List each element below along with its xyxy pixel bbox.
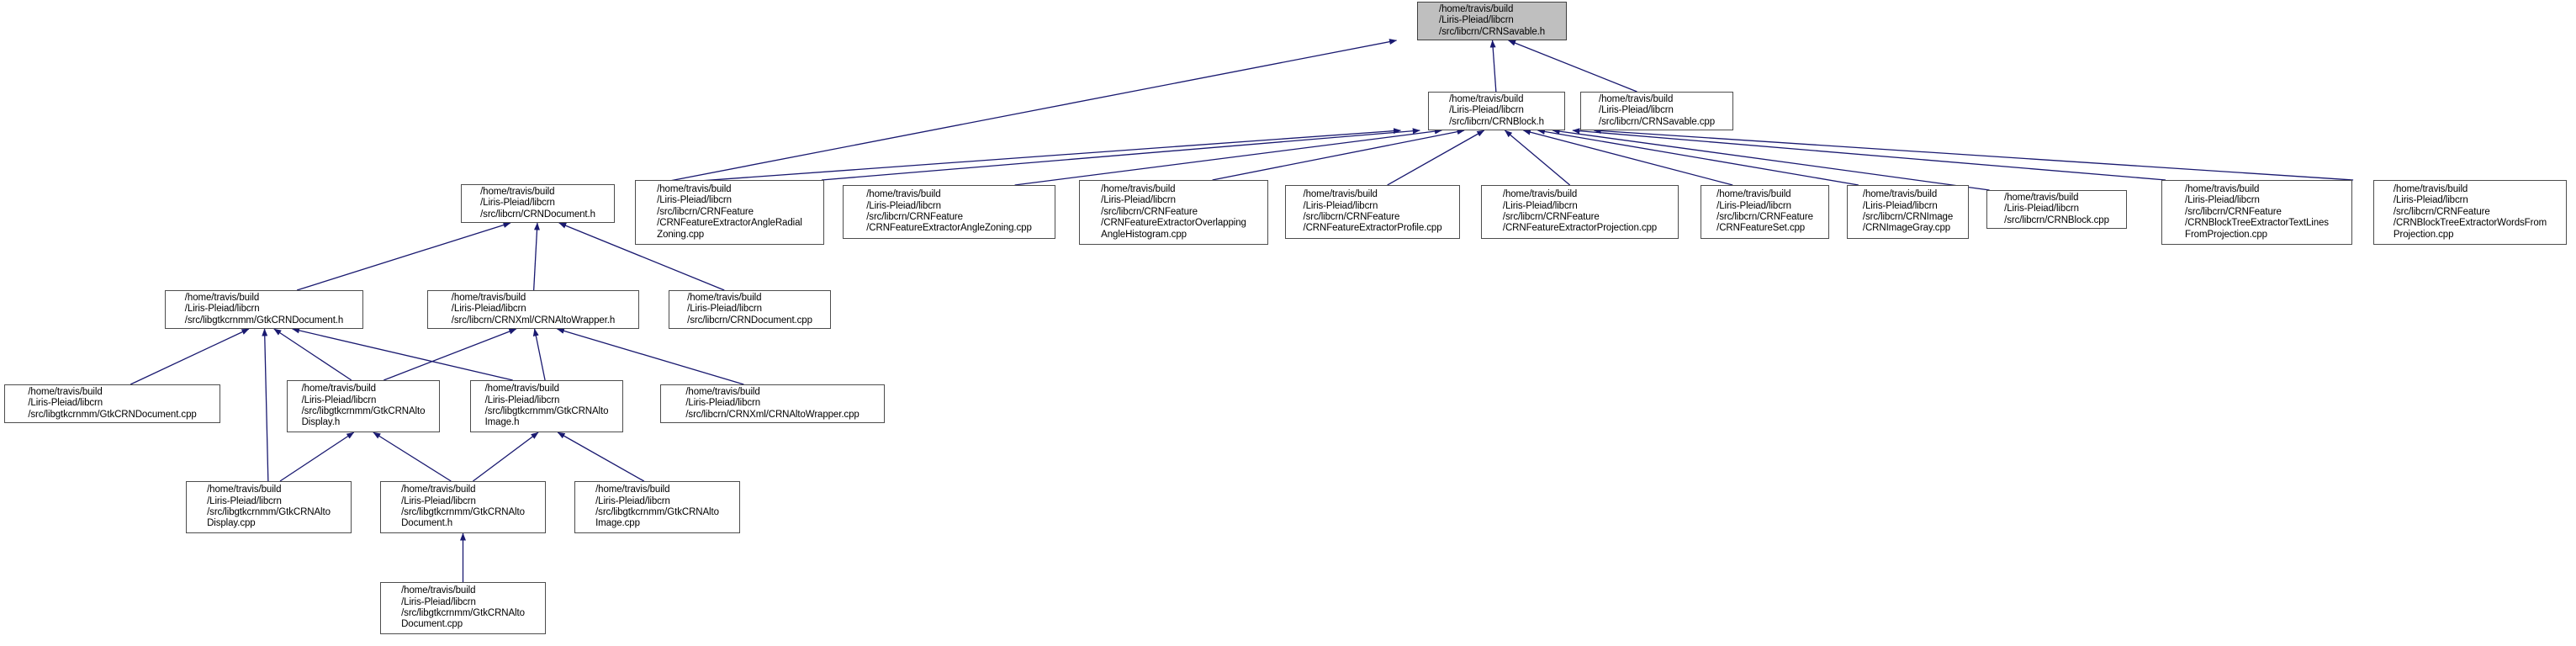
graph-node-label: /home/travis/build /Liris-Pleiad/libcrn …	[1502, 189, 1658, 234]
graph-edge	[1508, 40, 1637, 93]
graph-edge	[652, 39, 1398, 185]
graph-node[interactable]: /home/travis/build /Liris-Pleiad/libcrn …	[165, 290, 363, 329]
graph-edge	[821, 128, 1420, 181]
graph-node-label: /home/travis/build /Liris-Pleiad/libcrn …	[595, 484, 719, 529]
graph-edge	[1552, 128, 1990, 191]
graph-edge	[532, 328, 546, 381]
graph-node-label: /home/travis/build /Liris-Pleiad/libcrn …	[2185, 183, 2329, 240]
graph-node[interactable]: /home/travis/build /Liris-Pleiad/libcrn …	[2161, 180, 2352, 245]
graph-node-label: /home/travis/build /Liris-Pleiad/libcrn …	[1598, 93, 1715, 127]
graph-node-label: /home/travis/build /Liris-Pleiad/libcrn …	[2393, 183, 2547, 240]
graph-node[interactable]: /home/travis/build /Liris-Pleiad/libcrn …	[574, 481, 740, 533]
graph-edge	[1504, 130, 1571, 186]
graph-node-label: /home/travis/build /Liris-Pleiad/libcrn …	[1862, 189, 1954, 234]
graph-node[interactable]: /home/travis/build /Liris-Pleiad/libcrn …	[461, 184, 615, 223]
graph-node[interactable]: /home/travis/build /Liris-Pleiad/libcrn …	[186, 481, 352, 533]
graph-node-label: /home/travis/build /Liris-Pleiad/libcrn …	[1716, 189, 1813, 234]
graph-node[interactable]: /home/travis/build /Liris-Pleiad/libcrn …	[1417, 2, 1567, 40]
graph-node[interactable]: /home/travis/build /Liris-Pleiad/libcrn …	[1079, 180, 1268, 245]
graph-node-label: /home/travis/build /Liris-Pleiad/libcrn …	[480, 186, 595, 220]
graph-node-label: /home/travis/build /Liris-Pleiad/libcrn …	[484, 384, 609, 428]
graph-node-label: /home/travis/build /Liris-Pleiad/libcrn …	[401, 585, 525, 630]
graph-node-label: /home/travis/build /Liris-Pleiad/libcrn …	[1101, 183, 1246, 240]
graph-edge	[1572, 128, 2166, 181]
graph-edge	[262, 328, 269, 482]
graph-node[interactable]: /home/travis/build /Liris-Pleiad/libcrn …	[1580, 92, 1733, 130]
graph-node[interactable]: /home/travis/build /Liris-Pleiad/libcrn …	[1701, 185, 1829, 239]
graph-node[interactable]: /home/travis/build /Liris-Pleiad/libcrn …	[1847, 185, 1969, 239]
graph-edge	[1212, 129, 1465, 181]
graph-node-label: /home/travis/build /Liris-Pleiad/libcrn …	[1449, 93, 1544, 127]
graph-edge	[1593, 128, 2354, 181]
graph-edge	[1522, 129, 1733, 186]
graph-node[interactable]: /home/travis/build /Liris-Pleiad/libcrn …	[1986, 190, 2127, 229]
graph-node[interactable]: /home/travis/build /Liris-Pleiad/libcrn …	[470, 380, 623, 432]
graph-node[interactable]: /home/travis/build /Liris-Pleiad/libcrn …	[1481, 185, 1679, 239]
graph-node[interactable]: /home/travis/build /Liris-Pleiad/libcrn …	[287, 380, 440, 432]
graph-edge	[1387, 130, 1485, 186]
graph-node-label: /home/travis/build /Liris-Pleiad/libcrn …	[184, 292, 344, 326]
graph-node[interactable]: /home/travis/build /Liris-Pleiad/libcrn …	[380, 481, 546, 533]
graph-edge	[130, 328, 250, 385]
graph-node[interactable]: /home/travis/build /Liris-Pleiad/libcrn …	[660, 384, 885, 423]
graph-edge	[383, 328, 517, 381]
graph-node[interactable]: /home/travis/build /Liris-Pleiad/libcrn …	[427, 290, 639, 329]
graph-edge	[653, 128, 1401, 185]
graph-node-label: /home/travis/build /Liris-Pleiad/libcrn …	[2004, 192, 2109, 225]
graph-edge	[279, 432, 355, 482]
graph-node-label: /home/travis/build /Liris-Pleiad/libcrn …	[1438, 3, 1546, 37]
graph-node-label: /home/travis/build /Liris-Pleiad/libcrn …	[1303, 189, 1442, 234]
graph-node[interactable]: /home/travis/build /Liris-Pleiad/libcrn …	[635, 180, 824, 245]
graph-edge	[1014, 128, 1442, 186]
graph-node[interactable]: /home/travis/build /Liris-Pleiad/libcrn …	[1428, 92, 1565, 130]
graph-edge	[273, 328, 352, 381]
graph-node-label: /home/travis/build /Liris-Pleiad/libcrn …	[657, 183, 802, 240]
graph-node-label: /home/travis/build /Liris-Pleiad/libcrn …	[866, 189, 1032, 234]
graph-edge	[1537, 128, 1859, 186]
graph-node[interactable]: /home/travis/build /Liris-Pleiad/libcrn …	[4, 384, 220, 423]
graph-node[interactable]: /home/travis/build /Liris-Pleiad/libcrn …	[843, 185, 1055, 239]
graph-node[interactable]: /home/travis/build /Liris-Pleiad/libcrn …	[380, 582, 546, 634]
graph-node-label: /home/travis/build /Liris-Pleiad/libcrn …	[451, 292, 616, 326]
graph-node-label: /home/travis/build /Liris-Pleiad/libcrn …	[207, 484, 331, 529]
graph-edge	[1489, 40, 1497, 93]
graph-node-label: /home/travis/build /Liris-Pleiad/libcrn …	[401, 484, 525, 529]
graph-edge	[373, 432, 452, 482]
graph-node-label: /home/travis/build /Liris-Pleiad/libcrn …	[28, 386, 197, 420]
graph-node-label: /home/travis/build /Liris-Pleiad/libcrn …	[687, 292, 812, 326]
graph-node-label: /home/travis/build /Liris-Pleiad/libcrn …	[685, 386, 860, 420]
graph-node-label: /home/travis/build /Liris-Pleiad/libcrn …	[301, 384, 426, 428]
graph-node[interactable]: /home/travis/build /Liris-Pleiad/libcrn …	[1285, 185, 1460, 239]
graph-node[interactable]: /home/travis/build /Liris-Pleiad/libcrn …	[2373, 180, 2567, 245]
graph-edge	[557, 432, 645, 482]
graph-node[interactable]: /home/travis/build /Liris-Pleiad/libcrn …	[669, 290, 831, 329]
graph-edge	[296, 222, 511, 291]
graph-edge	[292, 327, 513, 381]
graph-edge	[533, 222, 540, 291]
graph-edge	[473, 432, 539, 482]
graph-edge	[556, 328, 744, 385]
